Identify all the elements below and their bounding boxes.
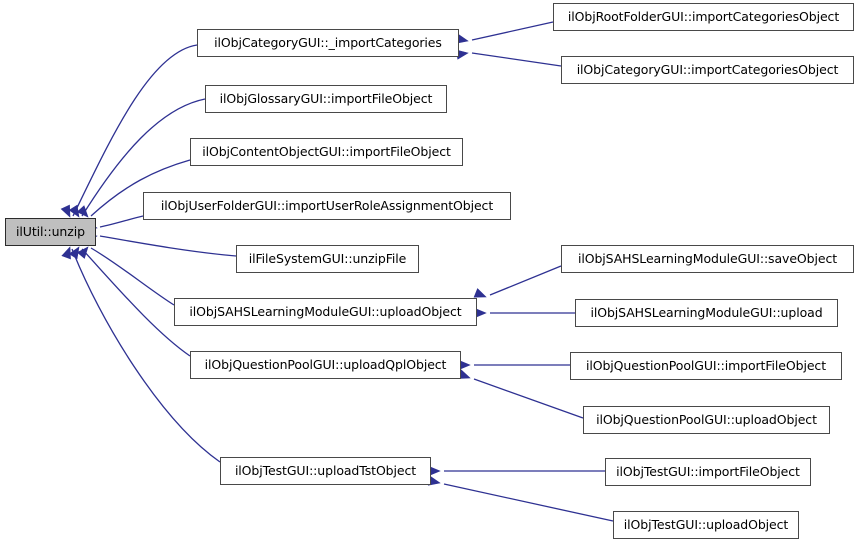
- graph-node-label: ilObjSAHSLearningModuleGUI::upload: [590, 304, 823, 320]
- graph-node[interactable]: ilObjTestGUI::uploadObject: [613, 511, 799, 539]
- arrowhead-icon: [60, 204, 71, 218]
- call-edge: [99, 215, 144, 228]
- call-edge: [71, 248, 221, 463]
- graph-node-label: ilObjQuestionPoolGUI::uploadObject: [596, 411, 817, 427]
- call-edge: [473, 378, 584, 419]
- graph-node-label: ilObjQuestionPoolGUI::uploadQplObject: [204, 356, 447, 372]
- graph-node[interactable]: ilObjQuestionPoolGUI::uploadObject: [583, 406, 830, 434]
- graph-node-label: ilObjGlossaryGUI::importFileObject: [219, 90, 433, 106]
- graph-node-label: ilFileSystemGUI::unzipFile: [248, 250, 407, 266]
- call-edge: [443, 483, 614, 522]
- graph-node-label: ilObjUserFolderGUI::importUserRoleAssign…: [160, 197, 494, 213]
- graph-node-label: ilObjQuestionPoolGUI::importFileObject: [585, 357, 826, 373]
- graph-node[interactable]: ilObjGlossaryGUI::importFileObject: [205, 85, 447, 113]
- arrowhead-icon: [473, 288, 487, 298]
- call-edge: [471, 21, 554, 41]
- graph-node[interactable]: ilObjContentObjectGUI::importFileObject: [190, 138, 463, 166]
- call-edge: [489, 265, 562, 296]
- graph-node-label: ilObjContentObjectGUI::importFileObject: [202, 143, 451, 159]
- graph-node-label: ilUtil::unzip: [16, 223, 85, 239]
- graph-node[interactable]: ilFileSystemGUI::unzipFile: [236, 245, 419, 273]
- graph-node-label: ilObjTestGUI::uploadObject: [623, 516, 789, 532]
- arrowhead-icon: [76, 205, 89, 218]
- graph-node-label: ilObjSAHSLearningModuleGUI::uploadObject: [189, 303, 462, 319]
- arrowhead-icon: [61, 246, 71, 260]
- graph-node[interactable]: ilObjSAHSLearningModuleGUI::saveObject: [561, 245, 854, 273]
- graph-node[interactable]: ilObjCategoryGUI::importCategoriesObject: [561, 56, 854, 84]
- graph-node[interactable]: ilObjSAHSLearningModuleGUI::uploadObject: [174, 298, 477, 326]
- graph-node[interactable]: ilObjQuestionPoolGUI::uploadQplObject: [190, 351, 461, 379]
- call-edge: [90, 247, 175, 306]
- graph-node[interactable]: ilObjTestGUI::importFileObject: [605, 458, 811, 486]
- graph-node[interactable]: ilObjQuestionPoolGUI::importFileObject: [570, 352, 842, 380]
- graph-node-label: ilObjTestGUI::importFileObject: [616, 463, 800, 479]
- graph-node-label: ilObjCategoryGUI::_importCategories: [214, 34, 442, 50]
- graph-node-label: ilObjTestGUI::uploadTstObject: [234, 462, 417, 478]
- graph-node-root[interactable]: ilUtil::unzip: [5, 218, 96, 246]
- call-edge: [72, 44, 198, 217]
- call-edge: [81, 248, 191, 357]
- graph-node-label: ilObjSAHSLearningModuleGUI::saveObject: [577, 250, 838, 266]
- graph-node-label: ilObjCategoryGUI::importCategoriesObject: [576, 61, 839, 77]
- graph-node[interactable]: ilObjRootFolderGUI::importCategoriesObje…: [553, 3, 854, 31]
- call-edge: [81, 98, 206, 217]
- graph-node-label: ilObjRootFolderGUI::importCategoriesObje…: [567, 8, 840, 24]
- call-edge: [99, 235, 237, 257]
- call-edge: [471, 52, 562, 67]
- graph-node[interactable]: ilObjCategoryGUI::_importCategories: [197, 29, 459, 57]
- call-edge: [90, 159, 191, 217]
- graph-node[interactable]: ilObjTestGUI::uploadTstObject: [220, 457, 431, 485]
- graph-node[interactable]: ilObjUserFolderGUI::importUserRoleAssign…: [143, 192, 511, 220]
- graph-node[interactable]: ilObjSAHSLearningModuleGUI::upload: [575, 299, 838, 327]
